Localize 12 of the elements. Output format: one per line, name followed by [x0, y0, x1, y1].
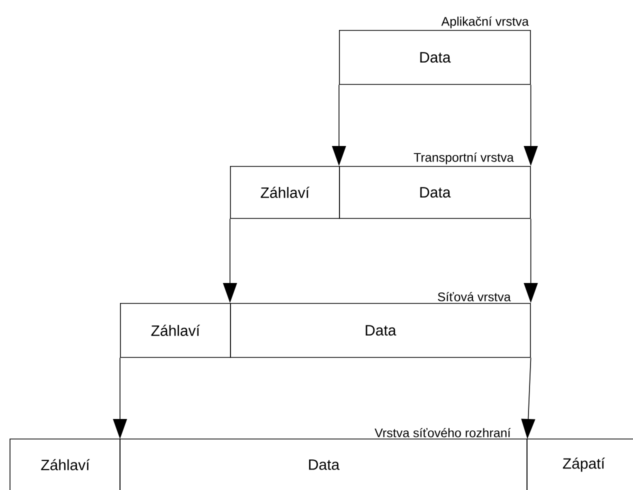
packet-field: Záhlaví [230, 166, 340, 219]
packet-field: Data [339, 30, 531, 85]
packet-field: Záhlaví [120, 303, 231, 358]
packet-field: Zápatí [526, 438, 633, 490]
layer-label: Transportní vrstva [414, 152, 514, 164]
packet-field: Záhlaví [10, 438, 120, 490]
layer-label: Síťová vrstva [438, 292, 511, 302]
packet-field: Data [339, 166, 531, 219]
packet-field: Data [120, 438, 528, 490]
layer-label: Aplikační vrstva [441, 16, 529, 28]
layer-label: Vrstva síťového rozhraní [374, 428, 511, 438]
packet-field: Data [230, 303, 531, 358]
